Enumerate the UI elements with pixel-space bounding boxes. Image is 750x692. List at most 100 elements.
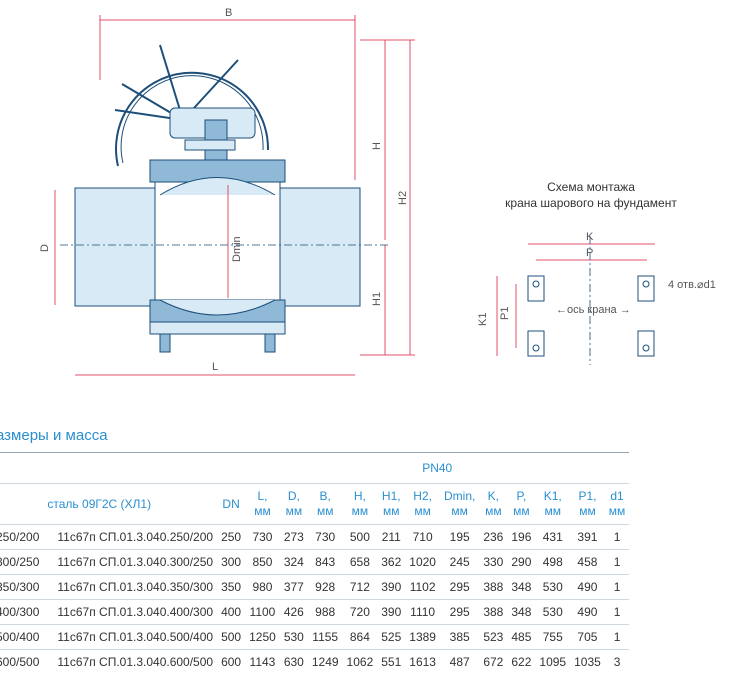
mounting-title-line2: крана шарового на фундамент	[505, 196, 677, 210]
axis-label: ←ось крана →	[556, 304, 631, 316]
column-name: P1,	[578, 489, 597, 503]
column-name: L,	[257, 489, 268, 503]
row-value: 330	[479, 549, 508, 575]
row-value: 730	[245, 524, 280, 550]
label-H1: H1	[371, 292, 383, 306]
row-value: 1155	[307, 624, 343, 650]
mounting-title: Схема монтажа крана шарового на фундамен…	[485, 179, 697, 211]
row-value: 290	[507, 549, 536, 575]
row-value: 630	[279, 649, 308, 674]
row-value: 400	[217, 599, 246, 625]
label-K: K	[586, 231, 594, 243]
column-header: H1,мм	[377, 483, 406, 525]
row-value: 390	[377, 599, 406, 625]
row-value: 236	[479, 524, 508, 550]
label-L: L	[212, 361, 218, 373]
row-value: 196	[507, 524, 536, 550]
label-K1: K1	[477, 313, 489, 326]
column-header: H2,мм	[405, 483, 440, 525]
column-name: DN	[222, 496, 240, 511]
row-value: 1062	[342, 649, 378, 674]
row-value: 490	[570, 574, 605, 600]
row-value: 622	[507, 649, 536, 674]
row-value: 490	[570, 599, 605, 625]
column-header: P,мм	[507, 483, 536, 525]
row-value: 1	[604, 549, 630, 575]
row-value: 295	[439, 599, 480, 625]
column-header: D,мм	[279, 483, 308, 525]
row-code: 0.600/500	[0, 649, 44, 674]
header-spacer	[43, 452, 218, 484]
label-P: P	[586, 247, 593, 259]
column-unit: мм	[451, 504, 468, 518]
column-name: K,	[487, 489, 500, 503]
row-value: 3	[604, 649, 630, 674]
row-value: 362	[377, 549, 406, 575]
mounting-scheme	[496, 236, 655, 365]
row-code: 0.400/300	[0, 599, 44, 625]
row-value: 273	[279, 524, 308, 550]
row-value: 1143	[245, 649, 280, 674]
row-value: 300	[217, 549, 246, 575]
column-header: K1,мм	[535, 483, 571, 525]
row-value: 324	[279, 549, 308, 575]
column-unit: мм	[285, 504, 303, 518]
row-value: 385	[439, 624, 480, 650]
row-value: 672	[479, 649, 508, 674]
row-value: 1102	[405, 574, 440, 600]
column-name: D,	[287, 489, 300, 503]
row-value: 350	[217, 574, 246, 600]
row-value: 1110	[405, 599, 440, 625]
row-value: 250	[217, 524, 246, 550]
row-value: 348	[507, 599, 536, 625]
column-unit: мм	[414, 504, 431, 518]
header-spacer	[217, 452, 246, 484]
section-title: азмеры и масса	[0, 427, 108, 444]
row-value: 388	[479, 574, 508, 600]
column-name: H1,	[381, 489, 401, 503]
row-code: 0.300/250	[0, 549, 44, 575]
column-unit: мм	[579, 504, 596, 518]
label-H2: H2	[397, 191, 409, 205]
column-header: DN	[217, 483, 246, 525]
valve-body	[149, 159, 286, 353]
column-unit: мм	[608, 504, 626, 518]
label-Dmin: Dmin	[231, 236, 243, 262]
label-D: D	[39, 244, 51, 252]
column-name: d1	[610, 489, 624, 503]
label-H: H	[371, 142, 383, 150]
column-unit: мм	[544, 504, 561, 518]
column-unit: мм	[513, 504, 530, 518]
column-name: H2,	[413, 489, 432, 503]
row-value: 600	[217, 649, 246, 674]
row-code: 0.250/200	[0, 524, 44, 550]
row-value: 705	[570, 624, 605, 650]
row-value: 658	[342, 549, 378, 575]
header-spacer	[0, 452, 44, 484]
pipe	[74, 187, 361, 307]
row-value: 530	[279, 624, 308, 650]
row-designation: 11с67п СП.01.3.040.350/300	[43, 574, 218, 600]
row-value: 525	[377, 624, 406, 650]
row-value: 1249	[307, 649, 343, 674]
table-header-row: PN40	[0, 452, 630, 484]
row-value: 980	[245, 574, 280, 600]
row-value: 864	[342, 624, 378, 650]
holes-label: 4 отв.⌀d1	[668, 279, 716, 291]
pn-header: PN40	[245, 452, 630, 484]
row-value: 391	[570, 524, 605, 550]
material-header: сталь 09Г2С (ХЛ1)	[43, 483, 218, 525]
row-value: 1	[604, 574, 630, 600]
header-spacer	[0, 483, 44, 525]
row-value: 720	[342, 599, 378, 625]
mounting-title-line1: Схема монтажа	[547, 180, 635, 194]
row-value: 530	[535, 599, 571, 625]
row-value: 377	[279, 574, 308, 600]
column-unit: мм	[254, 504, 271, 518]
column-name: P,	[516, 489, 527, 503]
row-value: 498	[535, 549, 571, 575]
row-value: 487	[439, 649, 480, 674]
row-value: 388	[479, 599, 508, 625]
